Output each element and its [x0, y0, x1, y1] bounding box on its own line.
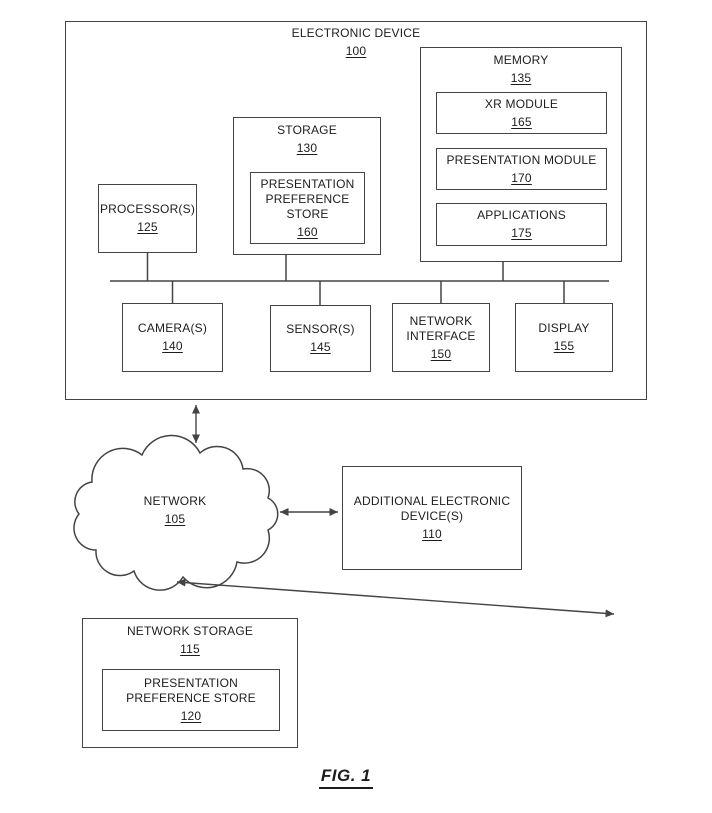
network-storage-label: NETWORK STORAGE — [126, 624, 254, 638]
network-ref: 105 — [164, 512, 186, 526]
presentation-preference-store-160-box: PRESENTATION PREFERENCE STORE 160 — [250, 172, 365, 244]
storage-ref: 130 — [296, 141, 318, 155]
electronic-device-ref: 100 — [345, 44, 367, 58]
memory-label: MEMORY — [493, 53, 549, 67]
presentation-preference-store-160-label: PRESENTATION PREFERENCE STORE — [260, 176, 355, 221]
memory-ref: 135 — [510, 71, 532, 85]
presentation-module-ref: 170 — [511, 170, 532, 185]
network-label: NETWORK — [143, 494, 207, 508]
display-ref: 155 — [553, 339, 575, 353]
applications-box: APPLICATIONS 175 — [436, 203, 607, 246]
camera-label: CAMERA(S) — [137, 321, 208, 335]
figure-caption-wrap: FIG. 1 — [0, 766, 692, 789]
additional-electronic-device-label: ADDITIONAL ELECTRONIC DEVICE(S) — [353, 494, 511, 523]
storage-header: STORAGE 130 — [234, 123, 380, 156]
additional-electronic-device-box: ADDITIONAL ELECTRONIC DEVICE(S) 110 — [342, 466, 522, 570]
arrow-network-to-network-storage — [176, 578, 615, 618]
presentation-preference-store-120-label: PRESENTATION PREFERENCE STORE — [126, 676, 256, 705]
memory-header: MEMORY 135 — [421, 53, 621, 86]
applications-label: APPLICATIONS — [477, 208, 566, 222]
xr-module-box: XR MODULE 165 — [436, 92, 607, 134]
link-arrows — [176, 405, 615, 618]
network-interface-ref: 150 — [430, 346, 452, 361]
sensor-label: SENSOR(S) — [286, 322, 355, 336]
bus-connectors — [146, 253, 565, 306]
presentation-preference-store-120-ref: 120 — [180, 709, 202, 723]
figure-caption: FIG. 1 — [318, 766, 374, 789]
presentation-preference-store-120-box: PRESENTATION PREFERENCE STORE 120 — [102, 669, 280, 731]
network-interface-box: NETWORK INTERFACE 150 — [392, 303, 490, 372]
processor-label: PROCESSOR(S) — [99, 202, 196, 216]
presentation-module-box: PRESENTATION MODULE 170 — [436, 148, 607, 190]
camera-box: CAMERA(S) 140 — [122, 303, 223, 372]
network-storage-box: NETWORK STORAGE 115 PRESENTATION PREFERE… — [82, 618, 298, 748]
storage-box: STORAGE 130 PRESENTATION PREFERENCE STOR… — [233, 117, 381, 255]
presentation-preference-store-160-ref: 160 — [297, 224, 318, 239]
electronic-device-box: ELECTRONIC DEVICE 100 PROCESSOR(S) 125 S… — [65, 21, 647, 400]
storage-label: STORAGE — [277, 123, 337, 137]
xr-module-ref: 165 — [511, 114, 532, 129]
network-interface-label: NETWORK INTERFACE — [406, 313, 476, 343]
display-box: DISPLAY 155 — [515, 303, 613, 372]
display-label: DISPLAY — [538, 321, 590, 335]
applications-ref: 175 — [511, 226, 532, 240]
electronic-device-label: ELECTRONIC DEVICE — [291, 26, 421, 40]
camera-ref: 140 — [162, 339, 183, 353]
xr-module-label: XR MODULE — [484, 96, 559, 111]
network-storage-header: NETWORK STORAGE 115 — [83, 624, 297, 657]
processor-ref: 125 — [137, 220, 158, 234]
sensor-box: SENSOR(S) 145 — [270, 305, 371, 372]
sensor-ref: 145 — [310, 340, 331, 354]
memory-box: MEMORY 135 XR MODULE 165 PRESENTATION MO… — [420, 47, 622, 262]
processor-box: PROCESSOR(S) 125 — [98, 184, 197, 253]
presentation-module-label: PRESENTATION MODULE — [446, 152, 597, 167]
electronic-device-header: ELECTRONIC DEVICE 100 — [66, 26, 646, 59]
network-storage-ref: 115 — [180, 642, 200, 656]
additional-electronic-device-ref: 110 — [422, 527, 442, 541]
network-cloud-label-group: NETWORK 105 — [125, 494, 225, 527]
